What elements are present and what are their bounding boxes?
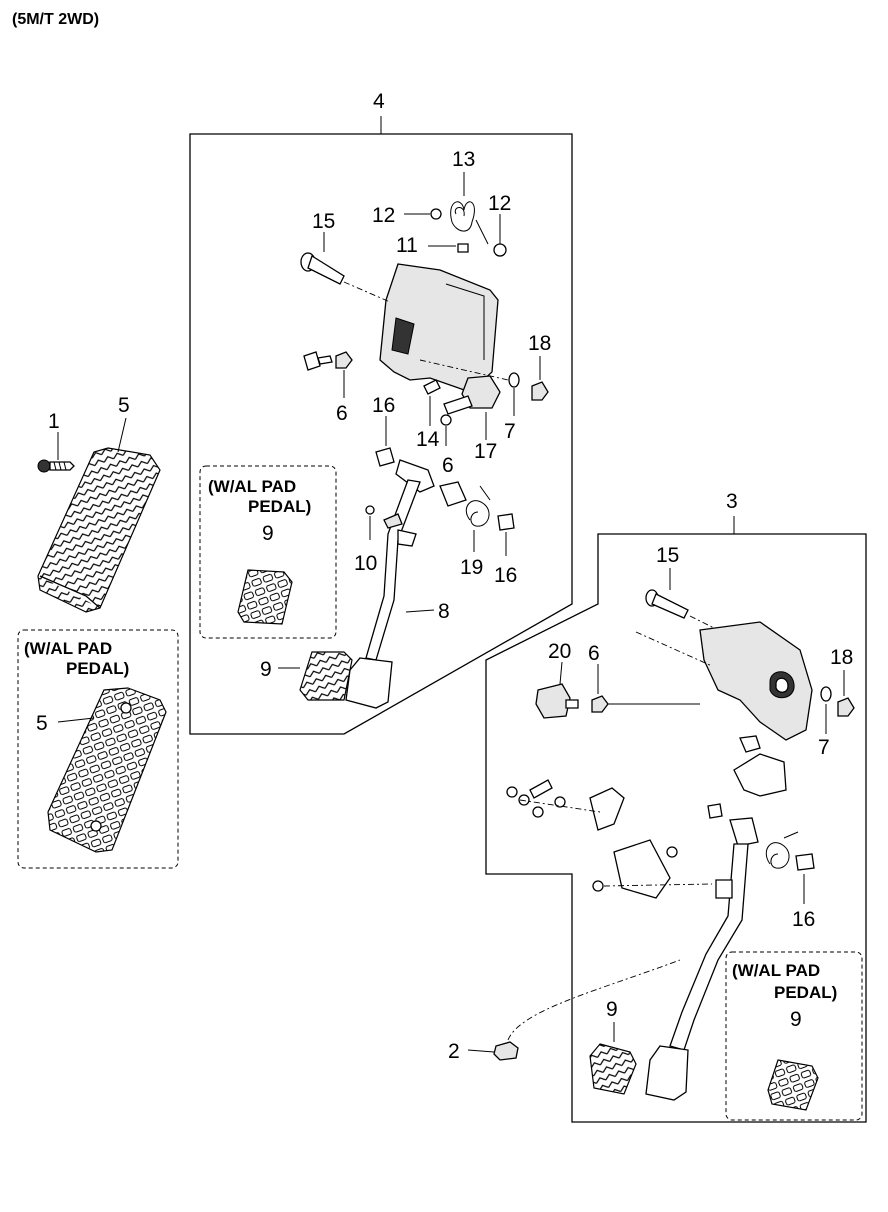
callout-16-brake: 16 bbox=[792, 908, 815, 931]
callout-13: 13 bbox=[452, 148, 475, 171]
callout-1: 1 bbox=[48, 410, 60, 433]
brake-pedal-arm bbox=[645, 817, 759, 1101]
callout-17: 17 bbox=[474, 440, 497, 463]
callout-16-clutch-bottom: 16 bbox=[494, 564, 517, 587]
callout-15-clutch: 15 bbox=[312, 210, 335, 233]
callout-9-brake: 9 bbox=[606, 998, 618, 1021]
callout-2: 2 bbox=[448, 1040, 460, 1063]
clutch-switch-17 bbox=[440, 375, 501, 426]
callout-9-clutch-al: 9 bbox=[262, 522, 274, 545]
return-spring-13 bbox=[450, 201, 489, 245]
callout-11: 11 bbox=[396, 234, 418, 257]
al-clutch-pad bbox=[237, 569, 293, 625]
assist-spring-19 bbox=[465, 485, 491, 527]
pivot-bolt-15 bbox=[300, 252, 391, 303]
clutch-pedal-arm-8 bbox=[345, 459, 435, 709]
inset2-note-line1: (W/AL PAD bbox=[208, 477, 296, 496]
callout-7-brake: 7 bbox=[818, 736, 830, 759]
stopper-part-2: 2 bbox=[448, 959, 681, 1063]
al-accelerator-pad bbox=[47, 687, 167, 853]
callout-5-accel: 5 bbox=[118, 394, 130, 417]
callout-12-left: 12 bbox=[372, 204, 395, 227]
callout-15-brake: 15 bbox=[656, 544, 679, 567]
callout-6-brake: 6 bbox=[588, 642, 600, 665]
accelerator-pedal-group: 1 5 bbox=[37, 394, 161, 613]
inset3-note-line1: (W/AL PAD bbox=[732, 961, 820, 980]
brake-pedal-pad-9 bbox=[589, 1043, 637, 1095]
pedal-bracket bbox=[379, 263, 499, 393]
callout-9-clutch: 9 bbox=[260, 658, 272, 681]
inset2-note-line2: PEDAL) bbox=[248, 497, 311, 516]
callout-16-clutch-top: 16 bbox=[372, 394, 395, 417]
callout-6-clutch-top: 6 bbox=[336, 402, 348, 425]
al-pad-accelerator-inset: (W/AL PAD PEDAL) 5 bbox=[17, 629, 179, 869]
screw-part-1 bbox=[37, 459, 75, 473]
callout-20: 20 bbox=[548, 640, 571, 663]
callout-5-al: 5 bbox=[36, 712, 48, 735]
clutch-pedal-assembly: 4 15 13 12 12 11 bbox=[189, 90, 573, 735]
callout-7-clutch: 7 bbox=[504, 420, 516, 443]
brake-switch-20 bbox=[535, 683, 579, 719]
callout-14: 14 bbox=[416, 428, 440, 451]
frame-4 bbox=[189, 133, 573, 735]
clutch-pedal-pad-9 bbox=[299, 651, 353, 701]
frame-3 bbox=[485, 533, 867, 1123]
accelerator-pedal-pad bbox=[37, 447, 161, 613]
brake-pedal-assembly: 3 15 7 18 20 6 bbox=[485, 490, 867, 1123]
callout-4: 4 bbox=[373, 90, 385, 113]
callout-18-clutch: 18 bbox=[528, 332, 551, 355]
callout-19: 19 bbox=[460, 556, 483, 579]
model-header: (5M/T 2WD) bbox=[12, 11, 99, 28]
inset-note-line1: (W/AL PAD bbox=[24, 639, 112, 658]
callout-6-clutch-switch: 6 bbox=[442, 454, 454, 477]
al-brake-pad bbox=[767, 1059, 819, 1111]
inset3-note-line2: PEDAL) bbox=[774, 983, 837, 1002]
callout-8: 8 bbox=[438, 600, 450, 623]
callout-9-brake-al: 9 bbox=[790, 1008, 802, 1031]
callout-10: 10 bbox=[354, 552, 377, 575]
brake-spring bbox=[765, 831, 799, 869]
inset-note-line2: PEDAL) bbox=[66, 659, 129, 678]
callout-3: 3 bbox=[726, 490, 738, 513]
callout-12-right: 12 bbox=[488, 192, 511, 215]
brake-bracket bbox=[699, 621, 813, 741]
callout-18-brake: 18 bbox=[830, 646, 853, 669]
